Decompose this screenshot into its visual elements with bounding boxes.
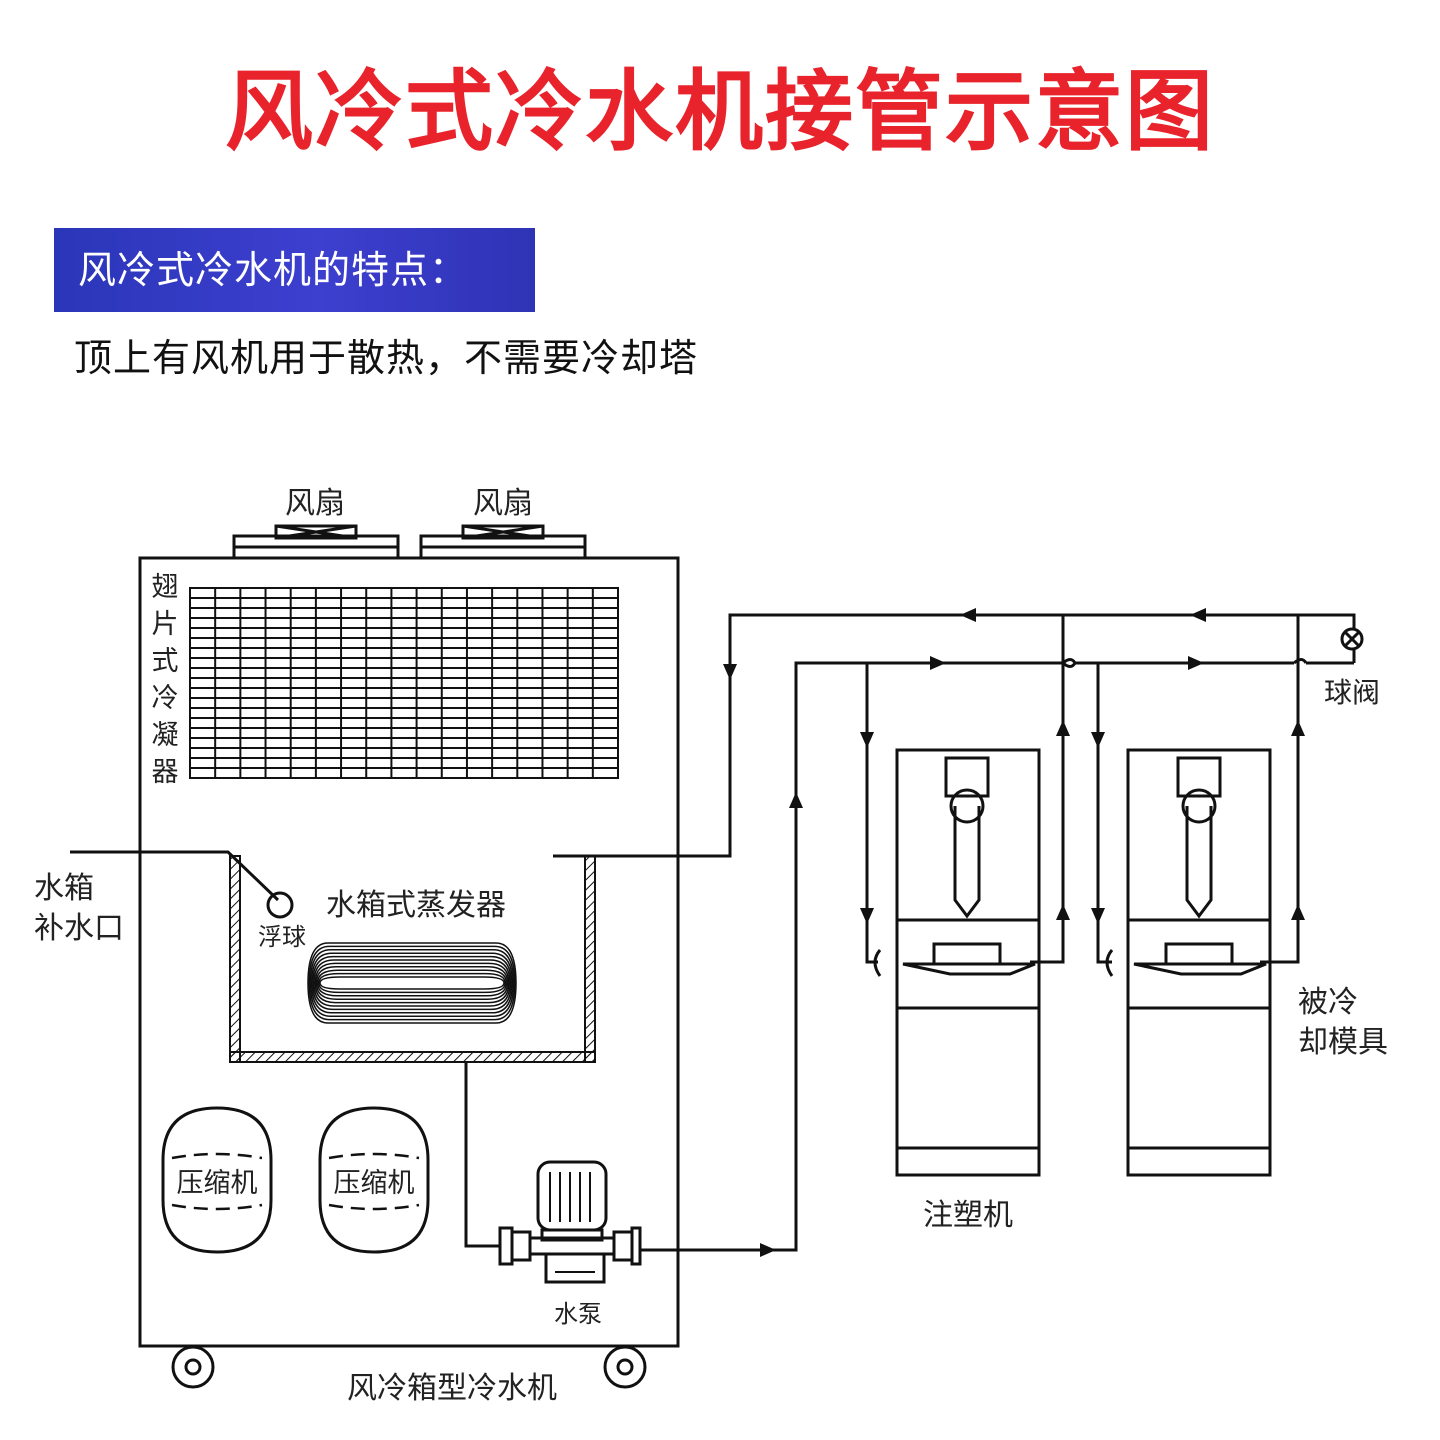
chiller-label: 风冷箱型冷水机 — [347, 1371, 557, 1406]
float-ball-label: 浮球 — [258, 923, 306, 951]
injection-machine-left — [873, 748, 1041, 1177]
compressor-left — [161, 1106, 273, 1254]
wheel-left — [171, 1345, 215, 1389]
compressor-left-label: 压缩机 — [177, 1168, 258, 1199]
evaporator-coil-loop — [313, 959, 511, 1007]
supply-pipe — [640, 658, 1354, 1252]
wheel-right — [603, 1345, 647, 1389]
evaporator-coil-loop — [314, 962, 510, 1004]
page-title: 风冷式冷水机接管示意图 — [224, 60, 1215, 163]
evaporator-coil-loop — [308, 945, 516, 1021]
flow-arrows — [723, 608, 1305, 1257]
evaporator-coil-loop — [319, 976, 505, 990]
injection-machine-right — [1105, 748, 1272, 1177]
tank-inlet-label-1: 水箱 — [34, 871, 94, 906]
chiller-cabinet — [138, 556, 680, 1348]
fan-left-label: 风扇 — [285, 486, 345, 521]
features-description: 顶上有风机用于散热，不需要冷却塔 — [74, 336, 699, 380]
fan-right-label: 风扇 — [473, 486, 533, 521]
condenser-fin-grid — [189, 587, 619, 779]
mold-label-1: 被冷 — [1298, 985, 1358, 1020]
evaporator-coil — [307, 942, 517, 1024]
water-tank — [229, 854, 596, 1063]
evaporator-coil-loop — [316, 969, 508, 997]
evaporator-coil-loop — [310, 952, 514, 1014]
compressor-right — [318, 1106, 430, 1254]
ball-valve-label: 球阀 — [1324, 676, 1380, 709]
compressor-right-label: 压缩机 — [334, 1168, 415, 1199]
fan-right — [419, 524, 587, 560]
mold-label-2: 却模具 — [1298, 1025, 1388, 1060]
fan-left — [232, 524, 400, 560]
evaporator-coil-loop — [312, 955, 512, 1011]
water-pump — [464, 1062, 642, 1284]
evaporator-coil-loop — [307, 942, 517, 1024]
evaporator-label: 水箱式蒸发器 — [326, 888, 506, 923]
evaporator-coil-loop — [309, 949, 515, 1017]
pump-label: 水泵 — [554, 1300, 602, 1328]
ball-valve — [1340, 627, 1364, 651]
injection-machine-label: 注塑机 — [923, 1198, 1013, 1233]
features-heading: 风冷式冷水机的特点： — [54, 228, 535, 312]
makeup-water-pipe — [70, 850, 294, 919]
condenser-label-text: 翅片式冷凝器 — [152, 572, 179, 788]
evaporator-coil-loop — [318, 972, 506, 994]
condenser-label-vertical: 翅片式冷凝器 — [152, 572, 179, 788]
tank-inlet-label-2: 补水口 — [34, 911, 124, 946]
evaporator-coil-loop — [315, 966, 509, 1000]
